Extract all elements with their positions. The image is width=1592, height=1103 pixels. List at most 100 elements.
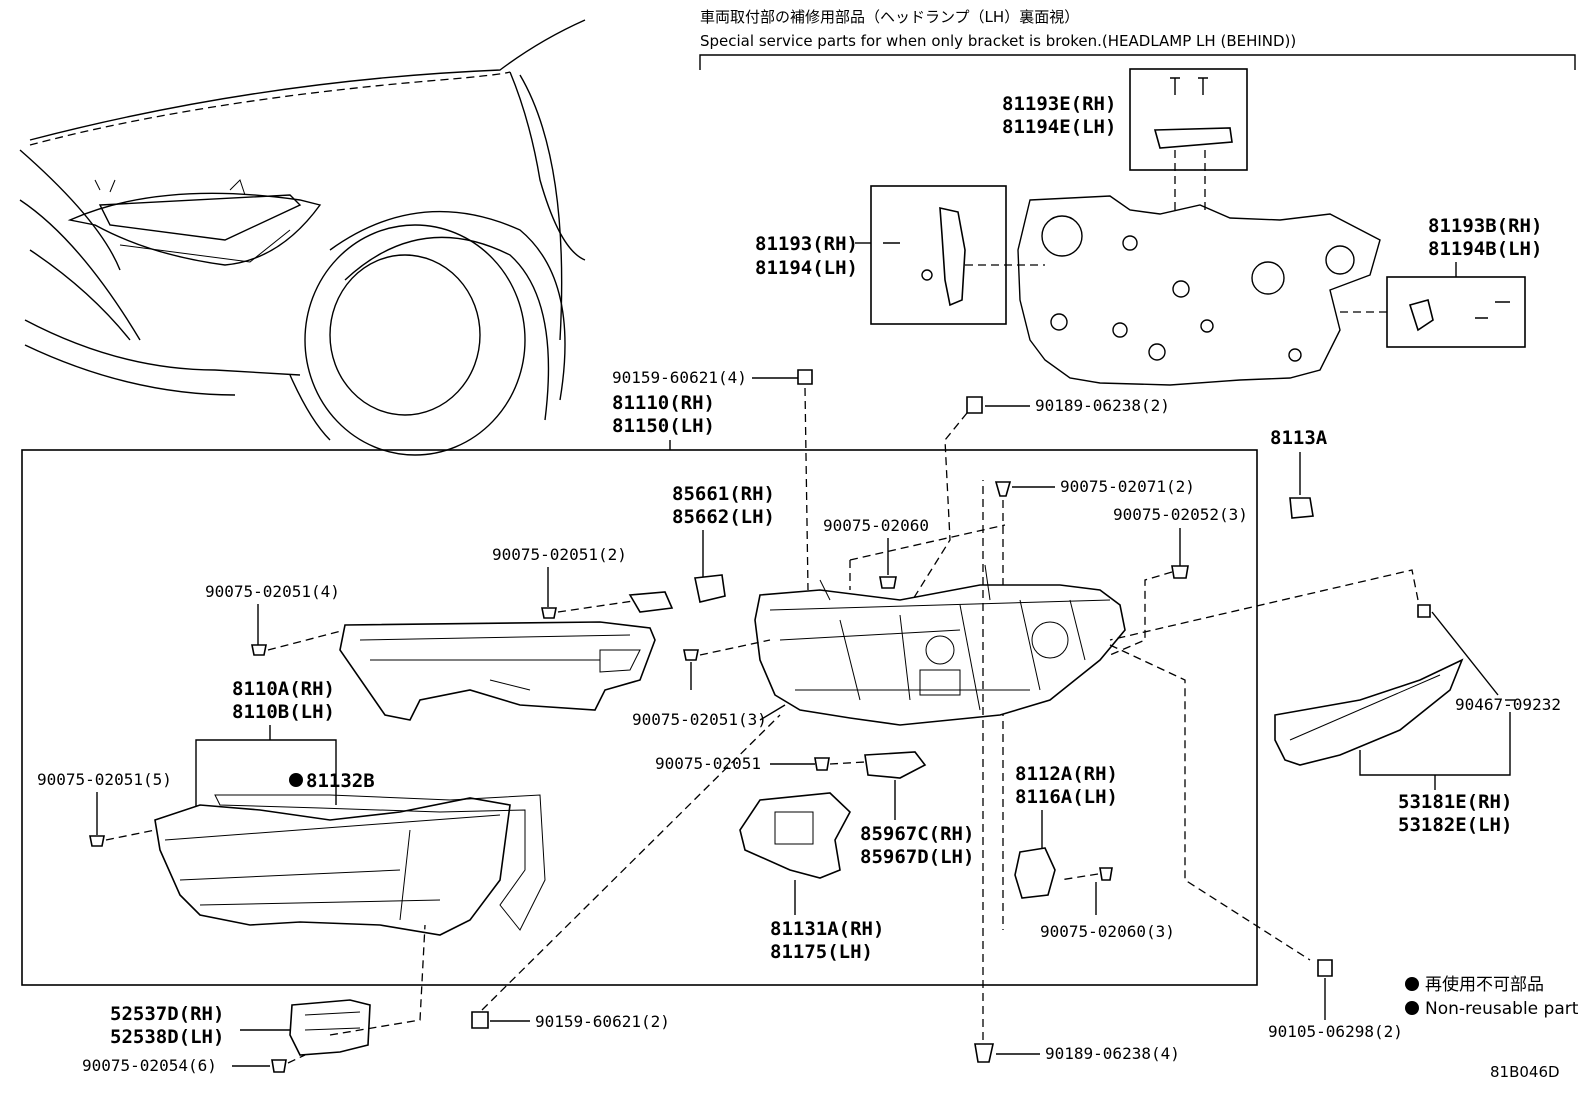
callout-90159-2[interactable]: 90159-60621(2): [471, 714, 781, 1031]
label-85967D: 85967D(LH): [860, 846, 974, 868]
socket-8112A-icon: [1014, 847, 1056, 899]
bolt-90159-2-icon: [471, 1011, 489, 1029]
header-bracket-line: [699, 54, 1576, 70]
screw-90075-02052-icon: [1171, 565, 1189, 579]
label-90075-02051: 90075-02051: [655, 754, 761, 773]
trim-53181E-icon: [1274, 658, 1464, 766]
bracket-85661-icon: [694, 574, 726, 603]
callout-52537D[interactable]: 52537D(RH) 52538D(LH): [110, 924, 426, 1056]
bolt-90159-icon: [797, 369, 813, 385]
screw-90075-02051-5-icon: [89, 835, 105, 847]
vehicle-front-illustration: [19, 19, 586, 456]
label-52537D: 52537D(RH): [110, 1003, 224, 1025]
legend-en: Non-reusable part: [1425, 999, 1579, 1019]
diagram-code: 81B046D: [1490, 1063, 1560, 1081]
label-81150: 81150(LH): [612, 415, 715, 437]
bracket-81193E-box[interactable]: 81193E(RH) 81194E(LH): [1002, 68, 1248, 210]
bracket-81193-box[interactable]: 81193(RH) 81194(LH): [755, 185, 1045, 325]
callout-85661[interactable]: 85661(RH) 85662(LH): [672, 483, 775, 603]
special-service-header: 車両取付部の補修用部品（ヘッドランプ（LH）裏面視） Special servi…: [699, 8, 1576, 70]
label-81194E: 81194E(LH): [1002, 116, 1116, 138]
screw-90075-02060-3-icon: [1099, 867, 1113, 881]
callout-90467[interactable]: 90467-09232: [1109, 569, 1561, 714]
label-81193B: 81193B(RH): [1428, 215, 1542, 237]
callout-8110A[interactable]: 8110A(RH) 8110B(LH): [195, 678, 337, 812]
label-8112A: 8112A(RH): [1015, 763, 1118, 785]
label-90159-2: 90159-60621(2): [535, 1012, 670, 1031]
label-81132B: 81132B: [306, 770, 375, 792]
legend: 再使用不可部品 Non-reusable part: [1405, 974, 1579, 1019]
part-53181E[interactable]: 53181E(RH) 53182E(LH): [1274, 658, 1512, 836]
bracket-81193E-frame: [1129, 68, 1248, 171]
clip-90105-icon: [1317, 959, 1333, 977]
bracket-81193B-icon: [1408, 299, 1434, 332]
legend-jp: 再使用不可部品: [1425, 974, 1544, 995]
callout-90075-02051-2[interactable]: 90075-02051(2): [492, 545, 674, 619]
gasket-81132B[interactable]: 81132B: [214, 770, 546, 931]
callout-8113A[interactable]: 8113A: [1270, 427, 1328, 519]
callout-90105[interactable]: 90105-06298(2): [1268, 959, 1403, 1041]
label-90075-02052: 90075-02052(3): [1113, 505, 1248, 524]
guide-line-90105: [1109, 644, 1311, 961]
label-53182E: 53182E(LH): [1398, 814, 1512, 836]
lens-8110A: [154, 797, 511, 936]
callout-90159-4[interactable]: 90159-60621(4): [612, 368, 813, 591]
callout-90075-02051[interactable]: 90075-02051: [655, 754, 866, 773]
screw-90075-02051-2-icon: [541, 607, 557, 619]
screw-90075-02071-icon: [994, 481, 1012, 497]
screw-90075-02051-icon: [814, 757, 830, 771]
label-8110A: 8110A(RH): [232, 678, 335, 700]
label-81110: 81110(RH): [612, 392, 715, 414]
callout-90075-02051-3[interactable]: 90075-02051(3): [632, 639, 786, 729]
label-90075-02054: 90075-02054(6): [82, 1056, 217, 1075]
label-85662: 85662(LH): [672, 506, 775, 528]
callout-8112A[interactable]: 8112A(RH) 8116A(LH): [1014, 763, 1118, 899]
label-52538D: 52538D(LH): [110, 1026, 224, 1048]
headlamp-housing: [754, 564, 1126, 726]
bracket-81193B-box[interactable]: 81193B(RH) 81194B(LH): [1340, 215, 1542, 348]
non-reusable-dot: [289, 773, 303, 787]
callout-90189-4[interactable]: 90189-06238(4): [974, 480, 1180, 1063]
callout-90075-02054[interactable]: 90075-02054(6): [82, 1054, 306, 1075]
callout-90075-02071[interactable]: 90075-02071(2): [994, 477, 1195, 930]
label-90075-02060: 90075-02060: [823, 516, 929, 535]
label-90159-4: 90159-60621(4): [612, 368, 747, 387]
label-53181E: 53181E(RH): [1398, 791, 1512, 813]
label-8116A: 8116A(LH): [1015, 786, 1118, 808]
callout-90075-02060-3[interactable]: 90075-02060(3): [1040, 867, 1175, 941]
clip-90467-icon: [1417, 604, 1431, 618]
bracket-81131A-icon: [739, 792, 851, 879]
label-90189-4: 90189-06238(4): [1045, 1044, 1180, 1063]
bracket-81193-icon: [939, 206, 966, 307]
label-81175: 81175(LH): [770, 941, 873, 963]
callout-90075-02051-5[interactable]: 90075-02051(5): [37, 770, 172, 847]
callout-85967C[interactable]: 85967C(RH) 85967D(LH): [860, 751, 974, 868]
module-85967C-icon: [864, 751, 927, 779]
label-90075-02051-3: 90075-02051(3): [632, 710, 767, 729]
screw-90075-02051-4-icon: [251, 644, 267, 656]
label-85661: 85661(RH): [672, 483, 775, 505]
header-jp: 車両取付部の補修用部品（ヘッドランプ（LH）裏面視）: [700, 8, 1079, 26]
callout-90075-02052[interactable]: 90075-02052(3): [1109, 505, 1248, 656]
callout-90075-02051-4[interactable]: 90075-02051(4): [205, 582, 346, 656]
callout-90075-02060[interactable]: 90075-02060: [823, 516, 1006, 590]
headlamp-rear-view: [1017, 195, 1381, 386]
label-90075-02051-2: 90075-02051(2): [492, 545, 627, 564]
label-81194: 81194(LH): [755, 257, 858, 279]
callout-90189-2[interactable]: 90189-06238(2): [899, 396, 1170, 621]
label-90105: 90105-06298(2): [1268, 1022, 1403, 1041]
callout-81131A[interactable]: 81131A(RH) 81175(LH): [739, 792, 884, 963]
bracket-52537D-icon: [289, 999, 371, 1056]
upper-trim-bracket: [339, 621, 656, 721]
label-81131A: 81131A(RH): [770, 918, 884, 940]
headlamp-assembly-frame: [21, 449, 1258, 986]
label-90075-02051-5: 90075-02051(5): [37, 770, 172, 789]
label-8110B: 8110B(LH): [232, 701, 335, 723]
label-90075-02071: 90075-02071(2): [1060, 477, 1195, 496]
bracket-81193-frame: [870, 185, 1007, 325]
callout-81110[interactable]: 81110(RH) 81150(LH): [612, 392, 715, 450]
screw-90075-02054-icon: [271, 1059, 287, 1073]
cap-8113A-icon: [1289, 497, 1314, 519]
label-90075-02051-4: 90075-02051(4): [205, 582, 340, 601]
